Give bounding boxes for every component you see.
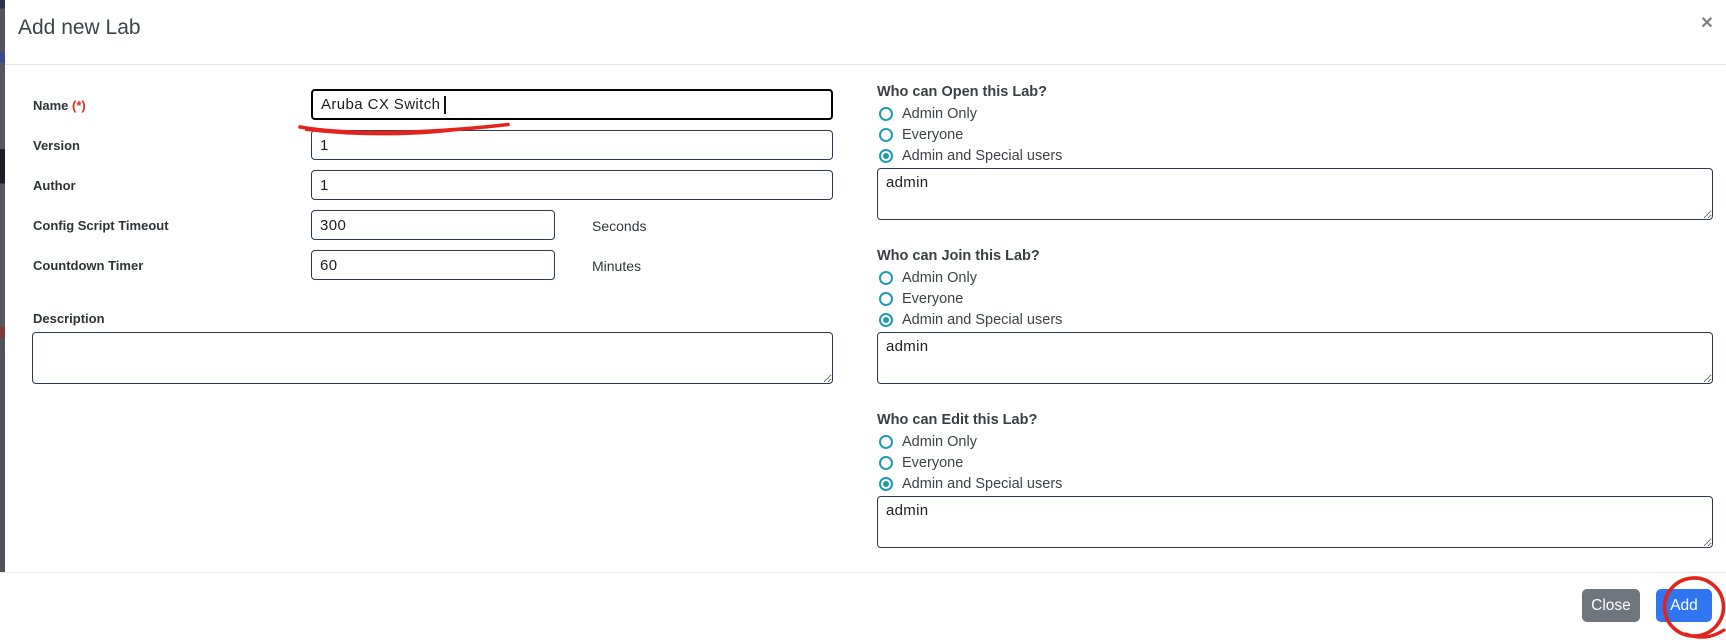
- radio-icon[interactable]: [879, 292, 893, 306]
- required-mark: (*): [72, 98, 86, 113]
- description-label: Description: [33, 311, 105, 326]
- name-input[interactable]: Aruba CX Switch: [311, 89, 833, 120]
- radio-option-admin-special[interactable]: Admin and Special users: [879, 310, 1299, 330]
- radio-option-everyone[interactable]: Everyone: [879, 453, 1299, 473]
- close-icon[interactable]: ✕: [1700, 15, 1714, 32]
- radio-option-everyone[interactable]: Everyone: [879, 125, 1299, 145]
- version-input[interactable]: 1: [311, 130, 833, 160]
- description-textarea[interactable]: [32, 332, 833, 384]
- radio-icon[interactable]: [879, 435, 893, 449]
- permission-question: Who can Edit this Lab?: [877, 412, 1038, 428]
- radio-icon[interactable]: [879, 128, 893, 142]
- close-button[interactable]: Close: [1582, 589, 1640, 622]
- radio-option-admin-special[interactable]: Admin and Special users: [879, 474, 1299, 494]
- radio-icon[interactable]: [879, 313, 893, 327]
- radio-option-admin-special[interactable]: Admin and Special users: [879, 146, 1299, 166]
- countdown-timer-input[interactable]: 60: [311, 250, 555, 280]
- seconds-unit-label: Seconds: [592, 218, 647, 234]
- radio-icon[interactable]: [879, 107, 893, 121]
- open-users-textarea[interactable]: admin: [877, 168, 1713, 220]
- header-divider: [5, 64, 1726, 65]
- minutes-unit-label: Minutes: [592, 258, 642, 274]
- join-users-textarea[interactable]: admin: [877, 332, 1713, 384]
- radio-option-admin-only[interactable]: Admin Only: [879, 268, 1299, 288]
- author-label: Author: [33, 178, 76, 193]
- permission-question: Who can Open this Lab?: [877, 84, 1047, 100]
- radio-icon[interactable]: [879, 456, 893, 470]
- edit-users-textarea[interactable]: admin: [877, 496, 1713, 548]
- footer-divider: [0, 572, 1726, 573]
- author-input[interactable]: 1: [311, 170, 833, 200]
- version-label: Version: [33, 138, 80, 153]
- permission-question: Who can Join this Lab?: [877, 248, 1040, 264]
- add-button[interactable]: Add: [1656, 589, 1712, 622]
- radio-option-admin-only[interactable]: Admin Only: [879, 104, 1299, 124]
- radio-option-everyone[interactable]: Everyone: [879, 289, 1299, 309]
- radio-icon[interactable]: [879, 477, 893, 491]
- radio-icon[interactable]: [879, 271, 893, 285]
- background-page-sliver: [0, 0, 5, 573]
- config-script-timeout-label: Config Script Timeout: [33, 218, 169, 233]
- radio-option-admin-only[interactable]: Admin Only: [879, 432, 1299, 452]
- modal-title: Add new Lab: [18, 16, 141, 39]
- name-label: Name (*): [33, 98, 86, 113]
- radio-icon[interactable]: [879, 149, 893, 163]
- text-cursor: [444, 95, 446, 114]
- countdown-timer-label: Countdown Timer: [33, 258, 144, 273]
- config-script-timeout-input[interactable]: 300: [311, 210, 555, 240]
